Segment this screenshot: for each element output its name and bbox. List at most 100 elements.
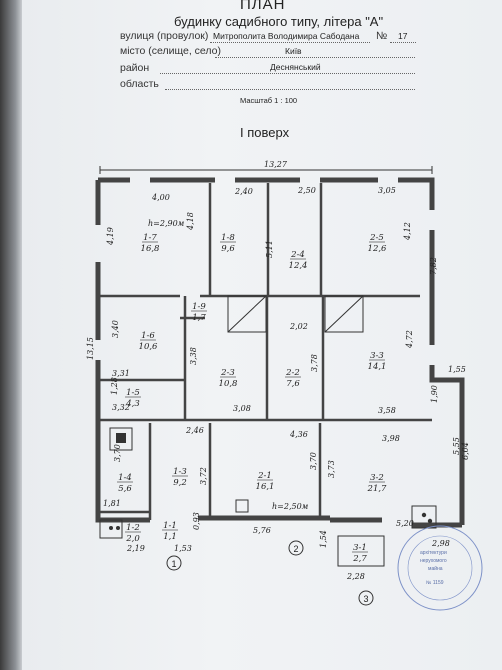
dimension-label: 13,15 — [86, 337, 95, 360]
dimension-label: 6,04 — [461, 442, 470, 460]
stamp-line-4: № 1159 — [426, 580, 444, 586]
room-number: 1-7 — [143, 233, 157, 243]
page-title: ПЛАН — [240, 0, 286, 13]
room-number: 1-2 — [126, 523, 140, 533]
dimension-label: 4,36 — [289, 430, 308, 439]
room-number: 2-2 — [285, 368, 300, 378]
entrance-marker-1 — [166, 555, 182, 571]
dimension-label: 5,20 — [396, 519, 414, 528]
binding-gutter — [0, 0, 22, 670]
dimension-label: 1,54 — [319, 530, 328, 548]
district-label: район — [120, 62, 150, 74]
dimension-label: 4,00 — [151, 193, 170, 202]
room-area: 5,6 — [118, 484, 132, 494]
dimension-label: 4,72 — [405, 330, 414, 349]
room-number: 2-5 — [369, 233, 384, 243]
room-area: 10,6 — [139, 342, 159, 352]
ceiling-height: h=2,90м — [148, 219, 185, 228]
dimension-label: 3,78 — [310, 354, 319, 372]
dimension-label: 4,18 — [186, 212, 195, 231]
room-number: 1-4 — [118, 473, 132, 483]
room-number: 1-1 — [163, 521, 177, 531]
dimension-label: 1,28 — [110, 377, 119, 395]
dimension-label: 2,28 — [346, 572, 365, 581]
room-number: 2-3 — [220, 368, 235, 378]
dimension-label: 3,98 — [382, 434, 400, 443]
dimension-label: 2,02 — [289, 322, 308, 331]
room-area: 2,0 — [125, 534, 140, 544]
dimension-label: 4,12 — [403, 222, 412, 241]
dimension-label: 2,46 — [185, 426, 204, 435]
street-label: вулиця (провулок) — [120, 30, 209, 42]
room-area: 10,8 — [219, 379, 239, 389]
room-area: 16,1 — [256, 482, 275, 492]
dimension-label: 2,19 — [126, 544, 145, 553]
street-underline — [210, 42, 370, 43]
room-number: 2-1 — [257, 471, 272, 481]
dimension-label: 2,40 — [234, 187, 253, 196]
room-area: 12,6 — [368, 244, 388, 254]
room-number: 3-1 — [353, 543, 367, 553]
dimension-label: 2,50 — [297, 186, 316, 195]
dimension-label: 3,08 — [233, 404, 251, 413]
room-area: 9,6 — [221, 244, 235, 254]
room-number: 1-5 — [126, 388, 140, 398]
dimension-label: 3,05 — [378, 186, 396, 195]
district-underline — [160, 73, 415, 74]
region-underline — [165, 89, 415, 90]
dimension-label: 4,19 — [106, 227, 115, 246]
street-value: Митрополита Володимира Сабодана — [213, 31, 360, 41]
dimension-label: 1,81 — [103, 499, 121, 508]
document-sheet — [22, 0, 502, 670]
city-underline — [215, 57, 415, 58]
district-value: Деснянський — [270, 62, 321, 72]
ceiling-height: h=2,50м — [272, 502, 309, 511]
dimension-label: 3,38 — [189, 347, 198, 365]
dimension-label: 2,98 — [431, 539, 450, 548]
number-label: № — [376, 30, 388, 42]
room-area: 1,1 — [163, 532, 177, 542]
floor-title: І поверх — [240, 125, 290, 140]
stamp-line-2: нерухомого — [420, 558, 447, 564]
dimension-label: 3,72 — [199, 467, 208, 485]
dimension-label: 1,55 — [448, 365, 466, 374]
room-number: 3-3 — [370, 351, 384, 361]
region-label: область — [120, 78, 159, 90]
entrance-marker-2 — [288, 540, 304, 556]
entrance-marker-3 — [358, 590, 374, 606]
scale-note: Масштаб 1 : 100 — [240, 96, 298, 105]
dimension-label: 3,73 — [327, 460, 336, 478]
number-underline — [390, 42, 416, 43]
entrance-number: 2 — [293, 544, 298, 554]
room-area: 21,7 — [367, 484, 388, 494]
dimension-label: 3,58 — [378, 406, 396, 415]
dimension-label: 3,70 — [309, 452, 318, 470]
dimension-label: 13,27 — [264, 160, 288, 169]
room-number: 3-2 — [370, 473, 384, 483]
room-area: 12,4 — [289, 261, 308, 271]
dimension-label: 3,70 — [113, 444, 122, 462]
dimension-label: 7,82 — [429, 257, 438, 275]
number-value: 17 — [398, 31, 408, 41]
official-stamp — [397, 525, 483, 611]
page-subtitle: будинку садибного типу, літера "А" — [174, 14, 384, 29]
entrance-number: 3 — [363, 594, 368, 604]
dimension-label: 3,32 — [112, 403, 130, 412]
city-label: місто (селище, село) — [120, 45, 221, 57]
dimension-label: 3,40 — [111, 320, 120, 338]
city-value: Київ — [285, 46, 302, 56]
room-number: 1-6 — [141, 331, 155, 341]
dimension-label: 5,55 — [452, 437, 461, 455]
room-area: 9,2 — [173, 478, 187, 488]
room-number: 1-8 — [221, 233, 235, 243]
room-area: 1,7 — [192, 313, 206, 323]
room-area: 4,3 — [125, 399, 140, 409]
stamp-line-3: майна — [428, 566, 443, 572]
room-number: 1-3 — [173, 467, 187, 477]
dimension-label: 0,93 — [192, 512, 201, 530]
entrance-number: 1 — [171, 559, 176, 569]
room-number: 2-4 — [290, 250, 305, 260]
stamp-line-1: архітектури — [420, 550, 447, 556]
dimension-label: 3,31 — [112, 369, 130, 378]
